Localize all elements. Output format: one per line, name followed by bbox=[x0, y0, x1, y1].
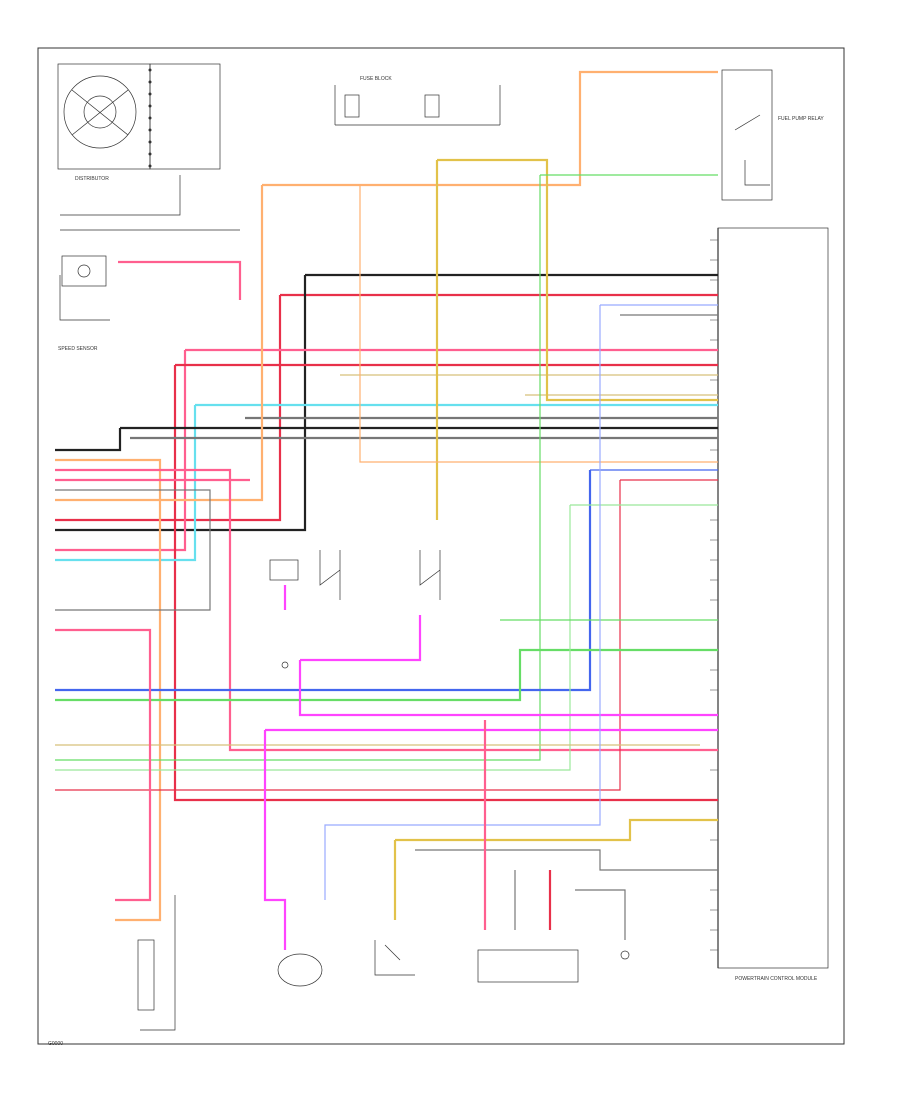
middle-switch-components bbox=[269, 550, 441, 669]
wire-yellow-4 bbox=[395, 818, 718, 842]
wire-green-2 bbox=[55, 175, 541, 761]
fuel-pump-relay-component: FUEL PUMP RELAY bbox=[721, 69, 824, 201]
wire-black-4 bbox=[55, 428, 122, 452]
distributor-component: DISTRIBUTOR bbox=[57, 63, 221, 182]
pcm-label: POWERTRAIN CONTROL MODULE bbox=[735, 976, 818, 982]
wire-gray-5 bbox=[415, 849, 718, 871]
wire-red-6 bbox=[55, 480, 621, 791]
fuse-block-component: FUSE BLOCK bbox=[334, 76, 501, 126]
distributor-label: DISTRIBUTOR bbox=[75, 176, 109, 182]
wire-orange-4 bbox=[359, 185, 718, 463]
wire-black-2 bbox=[55, 275, 307, 532]
wire-lightblue-2 bbox=[55, 405, 197, 562]
wire-green-3 bbox=[55, 648, 718, 702]
wire-red-2 bbox=[55, 295, 282, 522]
wire-gray-7 bbox=[575, 889, 626, 940]
wire-orange-1 bbox=[55, 185, 264, 502]
wire-gray-4 bbox=[55, 489, 211, 611]
pcm-connector: POWERTRAIN CONTROL MODULE bbox=[717, 227, 829, 982]
wire-blue-3 bbox=[55, 470, 592, 692]
wire-red-4 bbox=[173, 365, 718, 802]
wire-pink-4 bbox=[55, 468, 718, 752]
bottom-components bbox=[137, 895, 630, 1031]
fuse-block-label: FUSE BLOCK bbox=[360, 76, 392, 82]
wire-pink-6 bbox=[55, 628, 152, 902]
fuel-pump-relay-label: FUEL PUMP RELAY bbox=[778, 116, 824, 122]
wire-pink-1 bbox=[118, 260, 242, 300]
speed-sensor-label: SPEED SENSOR bbox=[58, 346, 98, 352]
wire-bundle bbox=[55, 70, 718, 950]
wire-blue-4 bbox=[324, 305, 601, 900]
wire-magenta-2 bbox=[263, 730, 287, 950]
wire-magenta-4 bbox=[300, 615, 422, 662]
diagram-reference: G0000 bbox=[48, 1041, 64, 1047]
wire-orange-2 bbox=[262, 70, 718, 187]
pcm-pin-ticks bbox=[710, 239, 718, 951]
wire-pink-3 bbox=[55, 350, 187, 552]
wire-green-5 bbox=[55, 505, 571, 771]
diagram-border bbox=[37, 47, 845, 1045]
vss-sensor bbox=[277, 953, 323, 987]
wire-magenta-5 bbox=[298, 660, 718, 717]
wire-yellow-1 bbox=[437, 158, 718, 402]
speed-sensor-component: SPEED SENSOR bbox=[58, 255, 110, 352]
